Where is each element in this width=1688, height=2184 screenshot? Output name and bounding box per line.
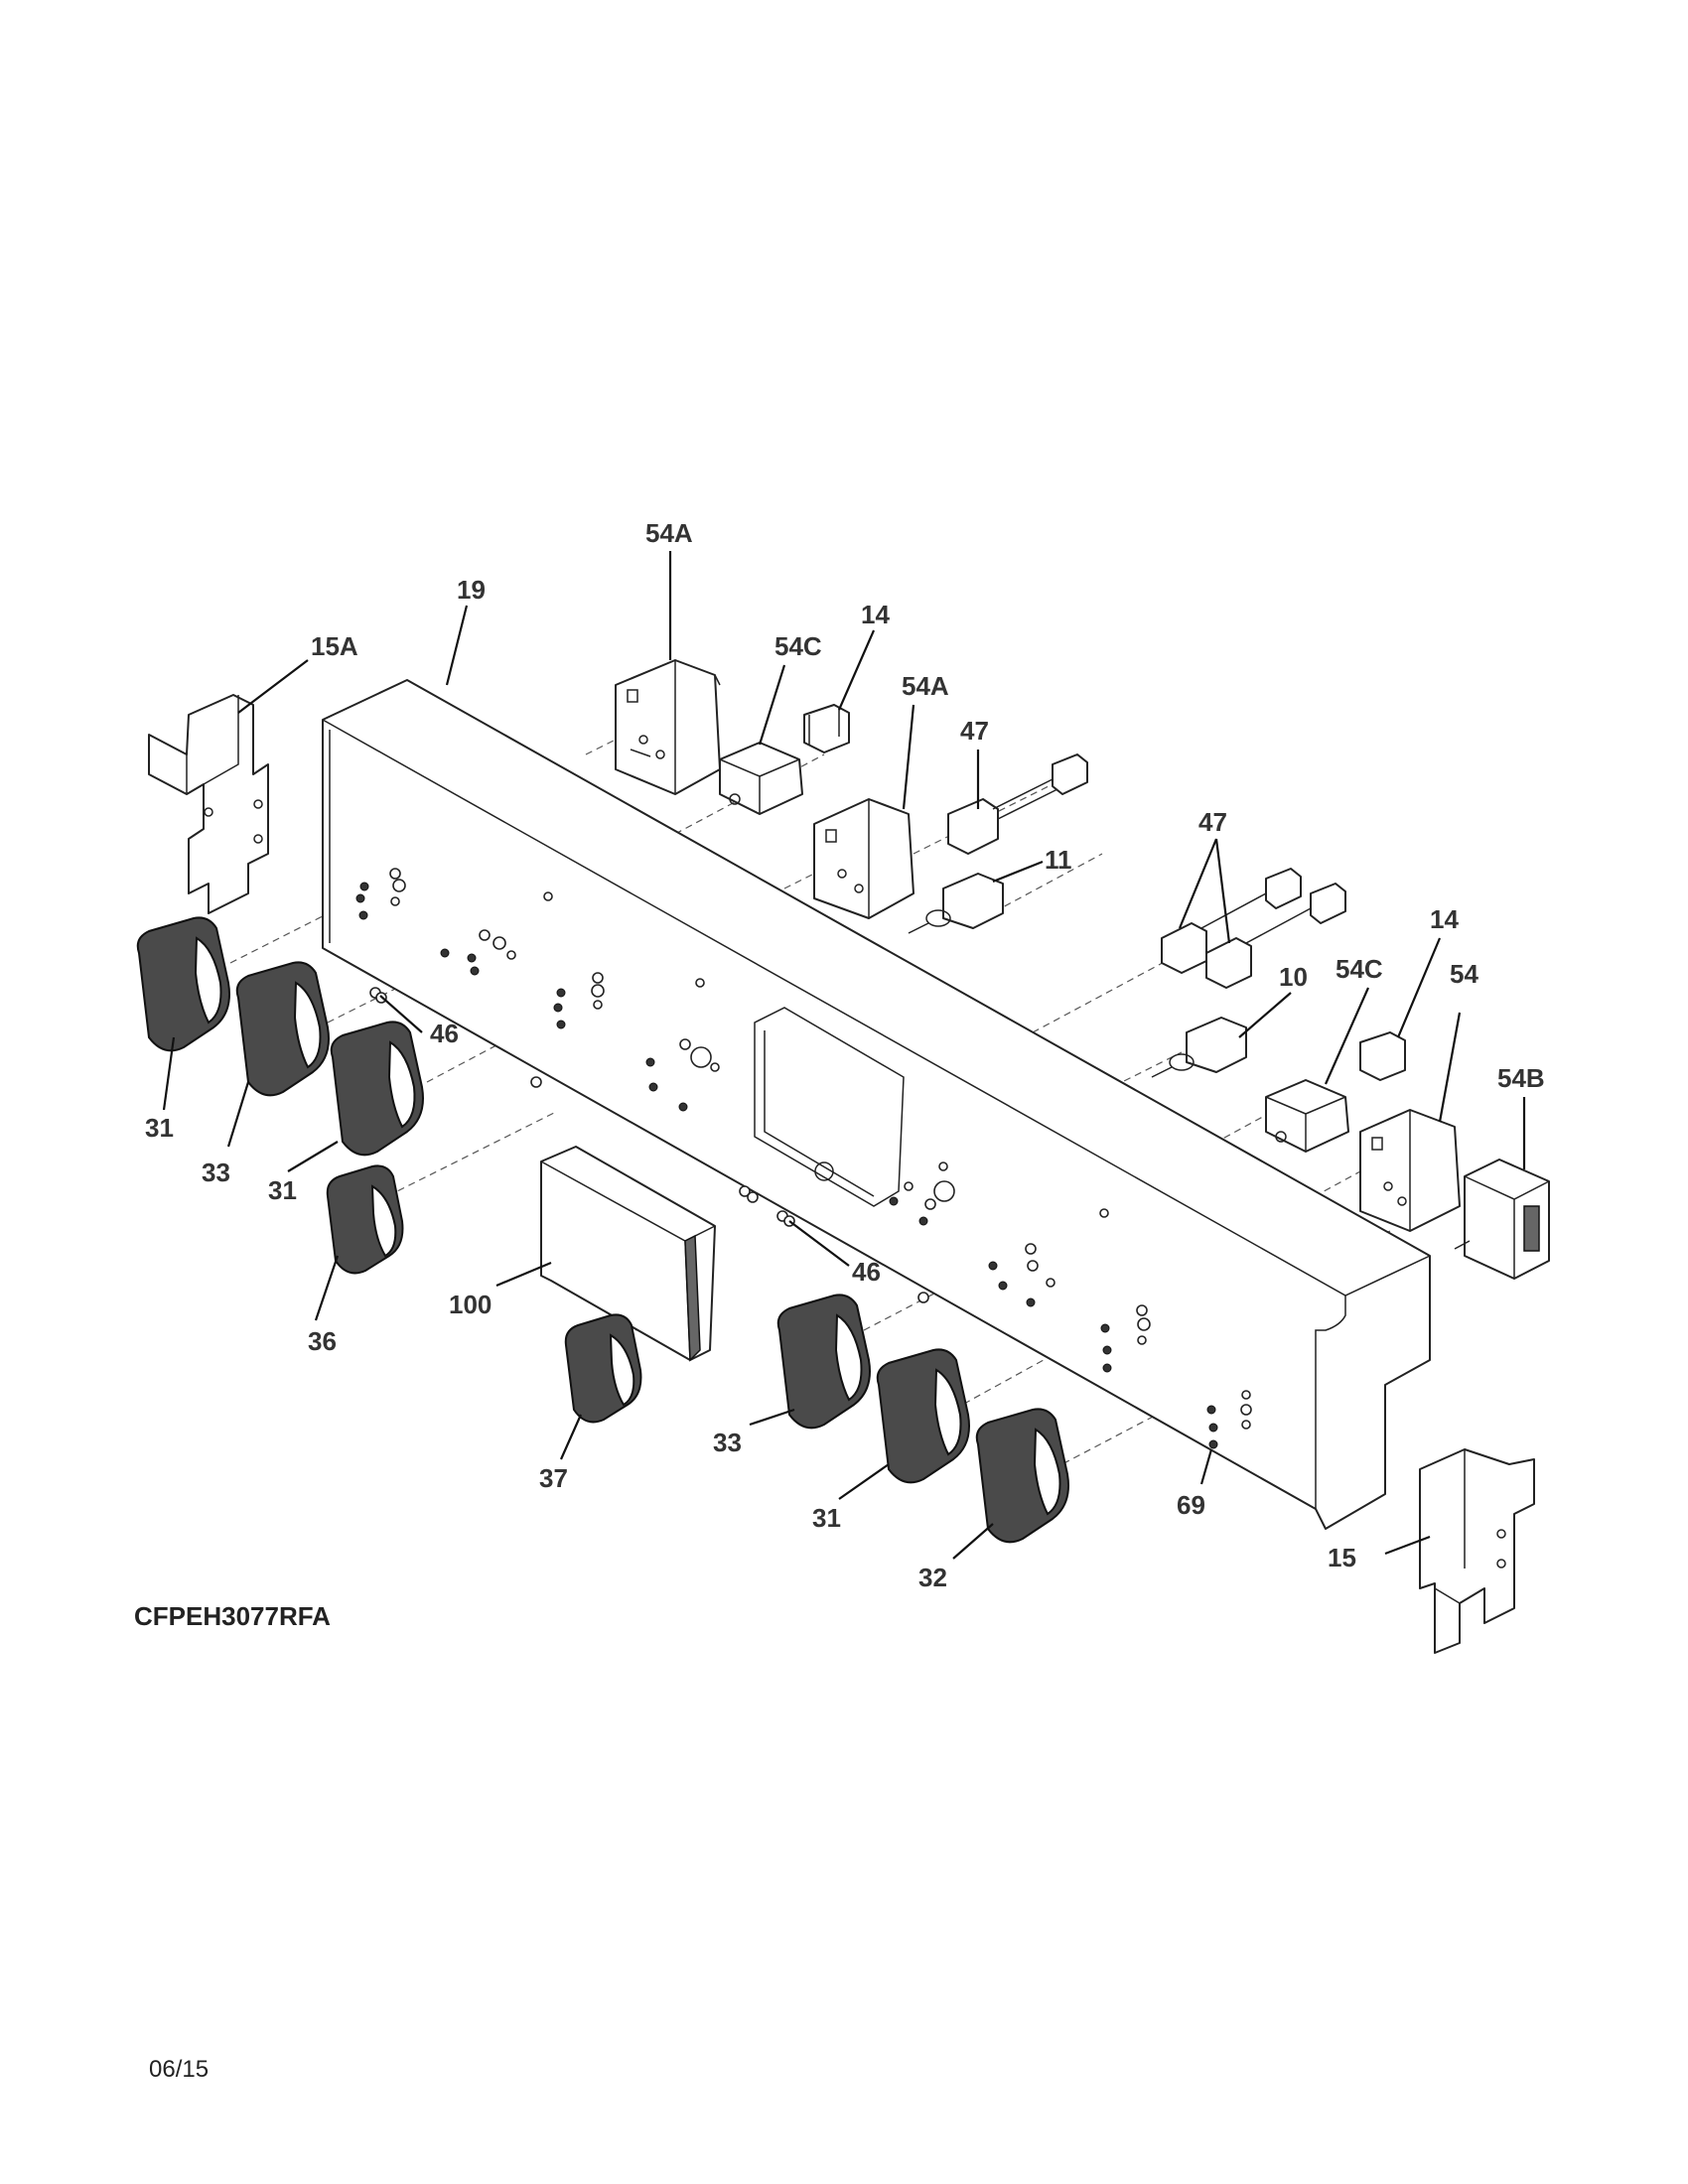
- callout-31-a: 31: [145, 1113, 174, 1143]
- screw-group-8: [1206, 1390, 1252, 1449]
- switch-54c-right: [1265, 1079, 1349, 1153]
- harness-47-right: [1161, 868, 1346, 989]
- callout-11: 11: [1045, 845, 1072, 875]
- callout-54c-top: 54C: [774, 631, 822, 661]
- model-number: CFPEH3077RFA: [134, 1601, 331, 1631]
- callout-37: 37: [539, 1463, 568, 1493]
- backguard-panel: [322, 679, 1431, 1530]
- screw-group-left: [355, 868, 553, 920]
- screw-group-3: [530, 972, 705, 1088]
- knob-37: [564, 1313, 642, 1424]
- panel-fasteners: [355, 868, 1252, 1449]
- switch-54b: [1454, 1159, 1550, 1280]
- callout-33-a: 33: [202, 1158, 230, 1187]
- callout-31-b: 31: [268, 1175, 297, 1205]
- knob-33-left: [235, 961, 330, 1097]
- switch-54c-upper: [719, 742, 803, 815]
- callout-46-left: 46: [430, 1019, 459, 1048]
- callout-14-right: 14: [1430, 904, 1459, 934]
- callout-32: 32: [918, 1563, 947, 1592]
- igniter-switch-11: [908, 873, 1004, 934]
- bracket-15a: [148, 694, 269, 914]
- knob-33-right: [776, 1294, 871, 1430]
- knob-36: [326, 1164, 404, 1275]
- callout-19: 19: [457, 575, 486, 605]
- callout-100: 100: [449, 1290, 492, 1319]
- callout-54a-top: 54A: [645, 518, 693, 548]
- terminal-14-right: [1359, 1031, 1406, 1081]
- callout-47-right: 47: [1198, 807, 1227, 837]
- callout-15a: 15A: [311, 631, 358, 661]
- knob-31-left-b: [330, 1021, 424, 1157]
- callout-10: 10: [1279, 962, 1308, 992]
- bracket-15: [1419, 1448, 1535, 1654]
- switch-54a-left: [615, 659, 721, 795]
- callout-labels: 54A 19 15A 54C 14 54A 47 11 47 14 10 54C…: [145, 518, 1545, 1592]
- leader-lines: [162, 551, 1526, 1560]
- screw-group-6: [988, 1243, 1055, 1307]
- switch-54: [1359, 1109, 1461, 1232]
- callout-54: 54: [1450, 959, 1478, 989]
- screw-group-4: [645, 1038, 720, 1112]
- screw-group-7: [1100, 1304, 1151, 1373]
- date-code: 06/15: [149, 2056, 209, 2083]
- igniter-switch-10: [1151, 1017, 1247, 1078]
- knob-31-right: [876, 1348, 970, 1484]
- spring-clip-46: [917, 1292, 929, 1303]
- callout-47-top: 47: [960, 716, 989, 746]
- terminal-14-upper: [803, 704, 850, 753]
- knob-32: [975, 1408, 1069, 1544]
- callout-36: 36: [308, 1326, 337, 1356]
- callout-54c-right: 54C: [1336, 954, 1383, 984]
- switch-54a-middle: [813, 798, 914, 919]
- callout-54b: 54B: [1497, 1063, 1545, 1093]
- callout-46-middle: 46: [852, 1257, 881, 1287]
- callout-31-c: 31: [812, 1503, 841, 1533]
- harness-47-upper: [947, 753, 1088, 855]
- callout-15: 15: [1328, 1543, 1356, 1572]
- callout-54a-middle: 54A: [902, 671, 949, 701]
- callout-69: 69: [1177, 1490, 1205, 1520]
- callout-14-top: 14: [861, 600, 890, 629]
- callout-33-b: 33: [713, 1428, 742, 1457]
- display-module-100: [540, 1146, 716, 1362]
- knob-31-left: [136, 916, 230, 1052]
